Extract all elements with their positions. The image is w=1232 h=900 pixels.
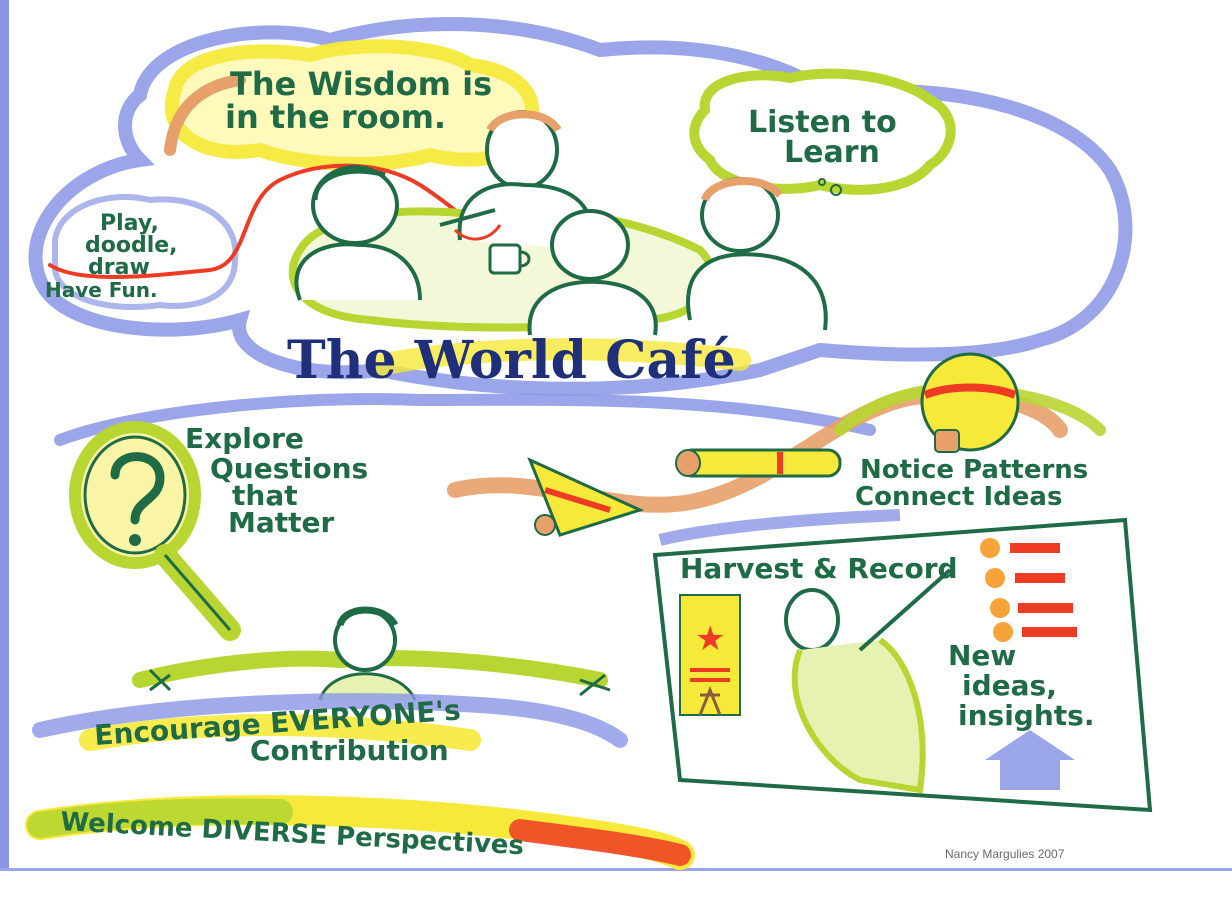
cafe-table-illustration xyxy=(288,110,828,336)
play-line-3: draw xyxy=(88,255,150,280)
page-title: The World Café xyxy=(287,330,736,391)
explore-line-4: Matter xyxy=(228,506,335,539)
bottom-line xyxy=(0,868,1232,871)
new-ideas-line-2: ideas, xyxy=(962,669,1057,702)
harvest-board-shadow xyxy=(658,509,901,546)
explore-line-1: Explore xyxy=(185,422,304,455)
red-doodle-line xyxy=(48,163,502,279)
listen-line-2: Learn xyxy=(784,135,880,170)
play-line-4: Have Fun. xyxy=(45,278,158,302)
new-ideas-line-1: New xyxy=(948,639,1016,672)
thought-dot-1 xyxy=(830,184,842,196)
encourage-yellow-stroke xyxy=(79,714,481,751)
wisdom-bubble-accent xyxy=(164,74,246,156)
wisdom-line-2: in the room. xyxy=(225,98,446,136)
lightbulb-icon xyxy=(920,352,1020,453)
welcome-red xyxy=(509,819,691,866)
welcoming-person xyxy=(132,606,611,701)
question-mark-icon xyxy=(69,421,241,641)
wisdom-line-1: The Wisdom is xyxy=(230,65,492,103)
middle-divider xyxy=(54,393,876,446)
svg-text:★: ★ xyxy=(695,619,725,659)
cone-icon xyxy=(527,457,645,537)
encourage-blue-stroke xyxy=(32,693,628,748)
encourage-line-2: Contribution xyxy=(250,734,449,767)
scroll-icon xyxy=(675,448,842,478)
play-bubble xyxy=(52,194,239,310)
title-highlight xyxy=(369,338,751,376)
notice-line-1: Notice Patterns xyxy=(860,455,1088,485)
up-arrow-icon xyxy=(985,730,1075,790)
play-line-1: Play, xyxy=(100,211,159,236)
upper-cloud-outline xyxy=(28,17,1133,396)
person-writing xyxy=(784,568,952,794)
listen-bubble xyxy=(689,68,956,195)
artist-credit: Nancy Margulies 2007 xyxy=(945,847,1065,861)
notice-line-2: Connect Ideas xyxy=(855,482,1062,512)
left-border xyxy=(0,0,9,870)
poster-on-board: ★ xyxy=(679,594,741,716)
bullet-list-drawing xyxy=(980,538,1077,642)
play-line-2: doodle, xyxy=(85,233,178,258)
welcome-lime xyxy=(27,798,293,838)
thought-dot-2 xyxy=(818,178,826,186)
harvest-title: Harvest & Record xyxy=(680,552,958,585)
listen-line-1: Listen to xyxy=(748,105,897,140)
explore-line-3: that xyxy=(232,479,298,512)
explore-line-2: Questions xyxy=(210,452,368,485)
new-ideas-line-3: insights. xyxy=(958,699,1094,732)
